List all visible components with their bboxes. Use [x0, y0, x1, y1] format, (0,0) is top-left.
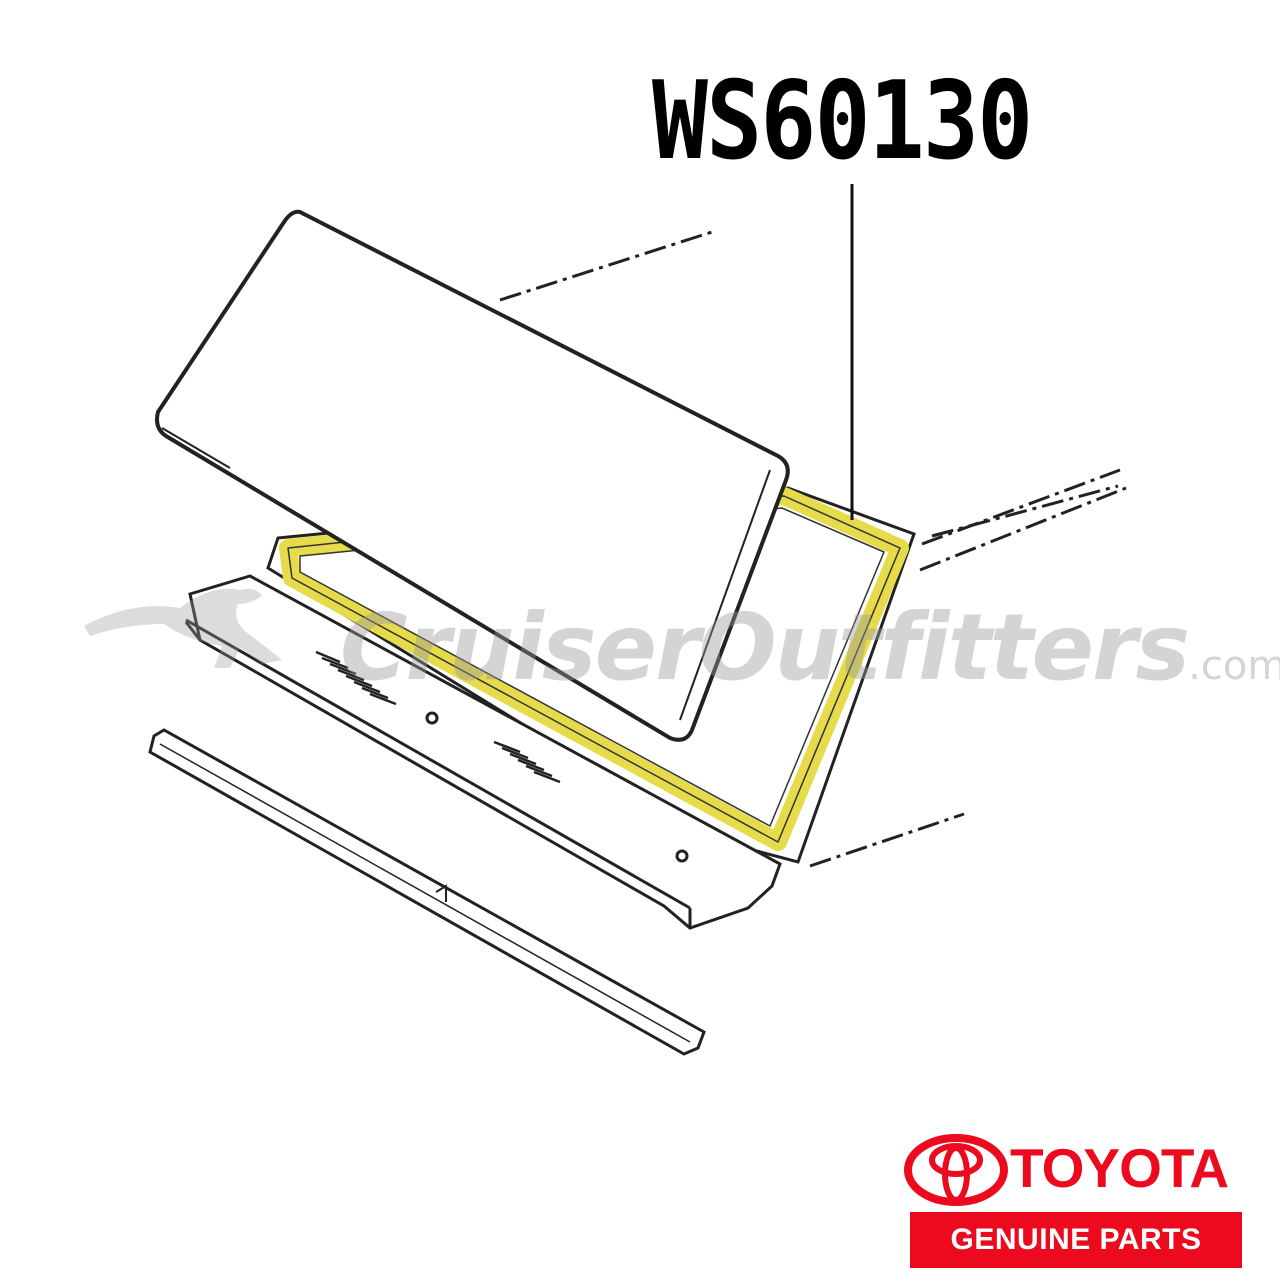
toyota-wordmark: TOYOTA: [1010, 1137, 1229, 1199]
genuine-parts-banner: [910, 1212, 1242, 1268]
body-line-right-top: [921, 468, 1121, 546]
toyota-emblem-icon: [904, 1134, 1008, 1206]
watermark: CruiserOutfitters.com: [340, 588, 1280, 708]
vehicle-body-outline: [499, 230, 1127, 868]
windshield-glass: [155, 209, 790, 742]
kangaroo-silhouette-icon: [84, 588, 282, 668]
genuine-parts-label-box: GENUINE PARTS: [910, 1212, 1242, 1268]
part-number-label: WS60130: [652, 59, 1033, 184]
body-line-bottom: [809, 812, 965, 868]
lower-molding-strip: [148, 728, 706, 1056]
body-line-right-top-2: [931, 484, 1119, 538]
body-line-right-low: [919, 486, 1127, 572]
body-line-upper: [499, 230, 713, 302]
genuine-parts-label: GENUINE PARTS: [950, 1223, 1202, 1256]
watermark-suffix: .com: [1188, 643, 1280, 689]
cowl-vent-slots: [315, 650, 561, 784]
watermark-brand: CruiserOutfitters: [340, 594, 1190, 701]
cowl-panel: [184, 574, 782, 930]
